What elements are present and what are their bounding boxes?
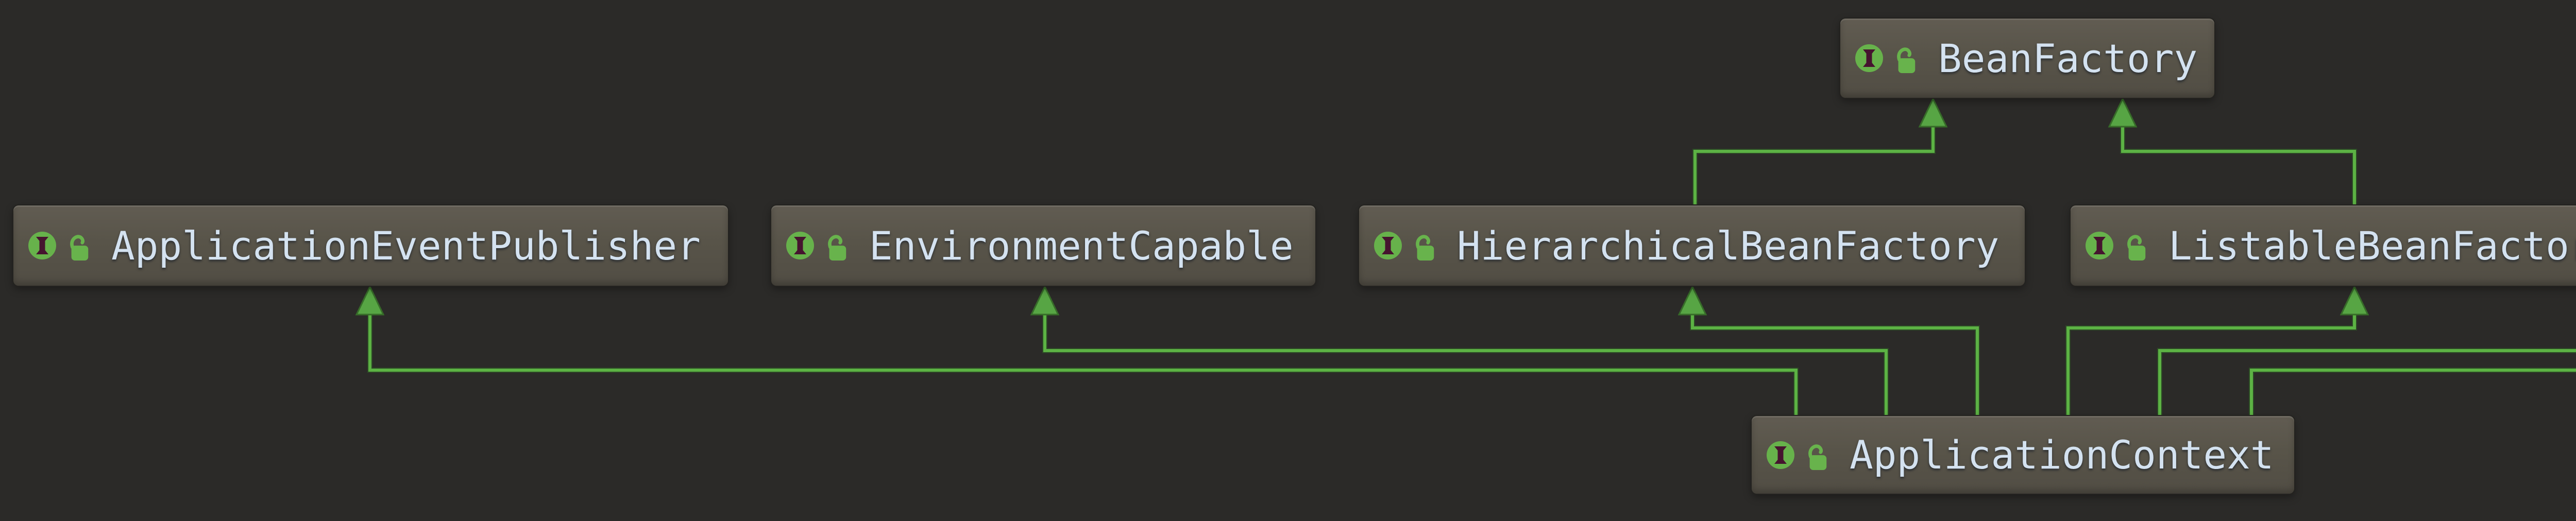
arrowhead-icon	[2108, 97, 2138, 128]
interface-icon	[26, 229, 59, 262]
public-unlocked-padlock-icon	[824, 232, 850, 264]
public-unlocked-padlock-icon	[1412, 232, 1437, 264]
node-listablebeanfactory[interactable]: ListableBeanFactory	[2071, 205, 2576, 286]
edge-hierarchicalbeanfactory-extends-beanfactory	[1692, 97, 1948, 205]
node-label: ListableBeanFactory	[2168, 222, 2576, 269]
node-label: HierarchicalBeanFactory	[1457, 222, 1999, 269]
node-applicationeventpublisher[interactable]: ApplicationEventPublisher	[13, 205, 728, 286]
node-label: EnvironmentCapable	[869, 222, 1294, 269]
node-hierarchicalbeanfactory[interactable]: HierarchicalBeanFactory	[1359, 205, 2025, 286]
node-label: ApplicationEventPublisher	[111, 222, 701, 269]
interface-icon	[1371, 229, 1404, 262]
edge-applicationcontext-extends-messagesource	[2249, 368, 2576, 416]
interface-icon	[784, 229, 817, 262]
node-label: BeanFactory	[1938, 35, 2198, 81]
interface-icon	[1764, 439, 1797, 472]
arrowhead-icon	[2340, 285, 2369, 316]
public-unlocked-padlock-icon	[1893, 44, 1919, 76]
arrowhead-icon	[1677, 285, 1707, 316]
arrowhead-icon	[1918, 97, 1948, 128]
public-unlocked-padlock-icon	[1804, 441, 1830, 473]
public-unlocked-padlock-icon	[66, 232, 92, 264]
arrowhead-icon	[1030, 285, 1060, 316]
public-unlocked-padlock-icon	[2123, 232, 2149, 264]
node-applicationcontext[interactable]: ApplicationContext	[1752, 416, 2294, 494]
edge-applicationcontext-extends-resourcepatternresolver	[2157, 348, 2576, 416]
arrowhead-icon	[355, 285, 385, 316]
edge-applicationcontext-extends-hierarchicalbeanfactory	[1677, 285, 1980, 416]
edge-applicationcontext-extends-listablebeanfactory	[2065, 285, 2369, 416]
interface-icon	[2083, 229, 2116, 262]
edge-listablebeanfactory-extends-beanfactory	[2108, 97, 2357, 205]
edge-applicationcontext-extends-applicationeventpublisher	[355, 285, 1799, 416]
node-environmentcapable[interactable]: EnvironmentCapable	[771, 205, 1315, 286]
node-label: ApplicationContext	[1850, 432, 2274, 478]
node-beanfactory[interactable]: BeanFactory	[1840, 19, 2214, 98]
interface-icon	[1853, 42, 1886, 75]
edge-applicationcontext-extends-environmentcapable	[1030, 285, 1889, 416]
